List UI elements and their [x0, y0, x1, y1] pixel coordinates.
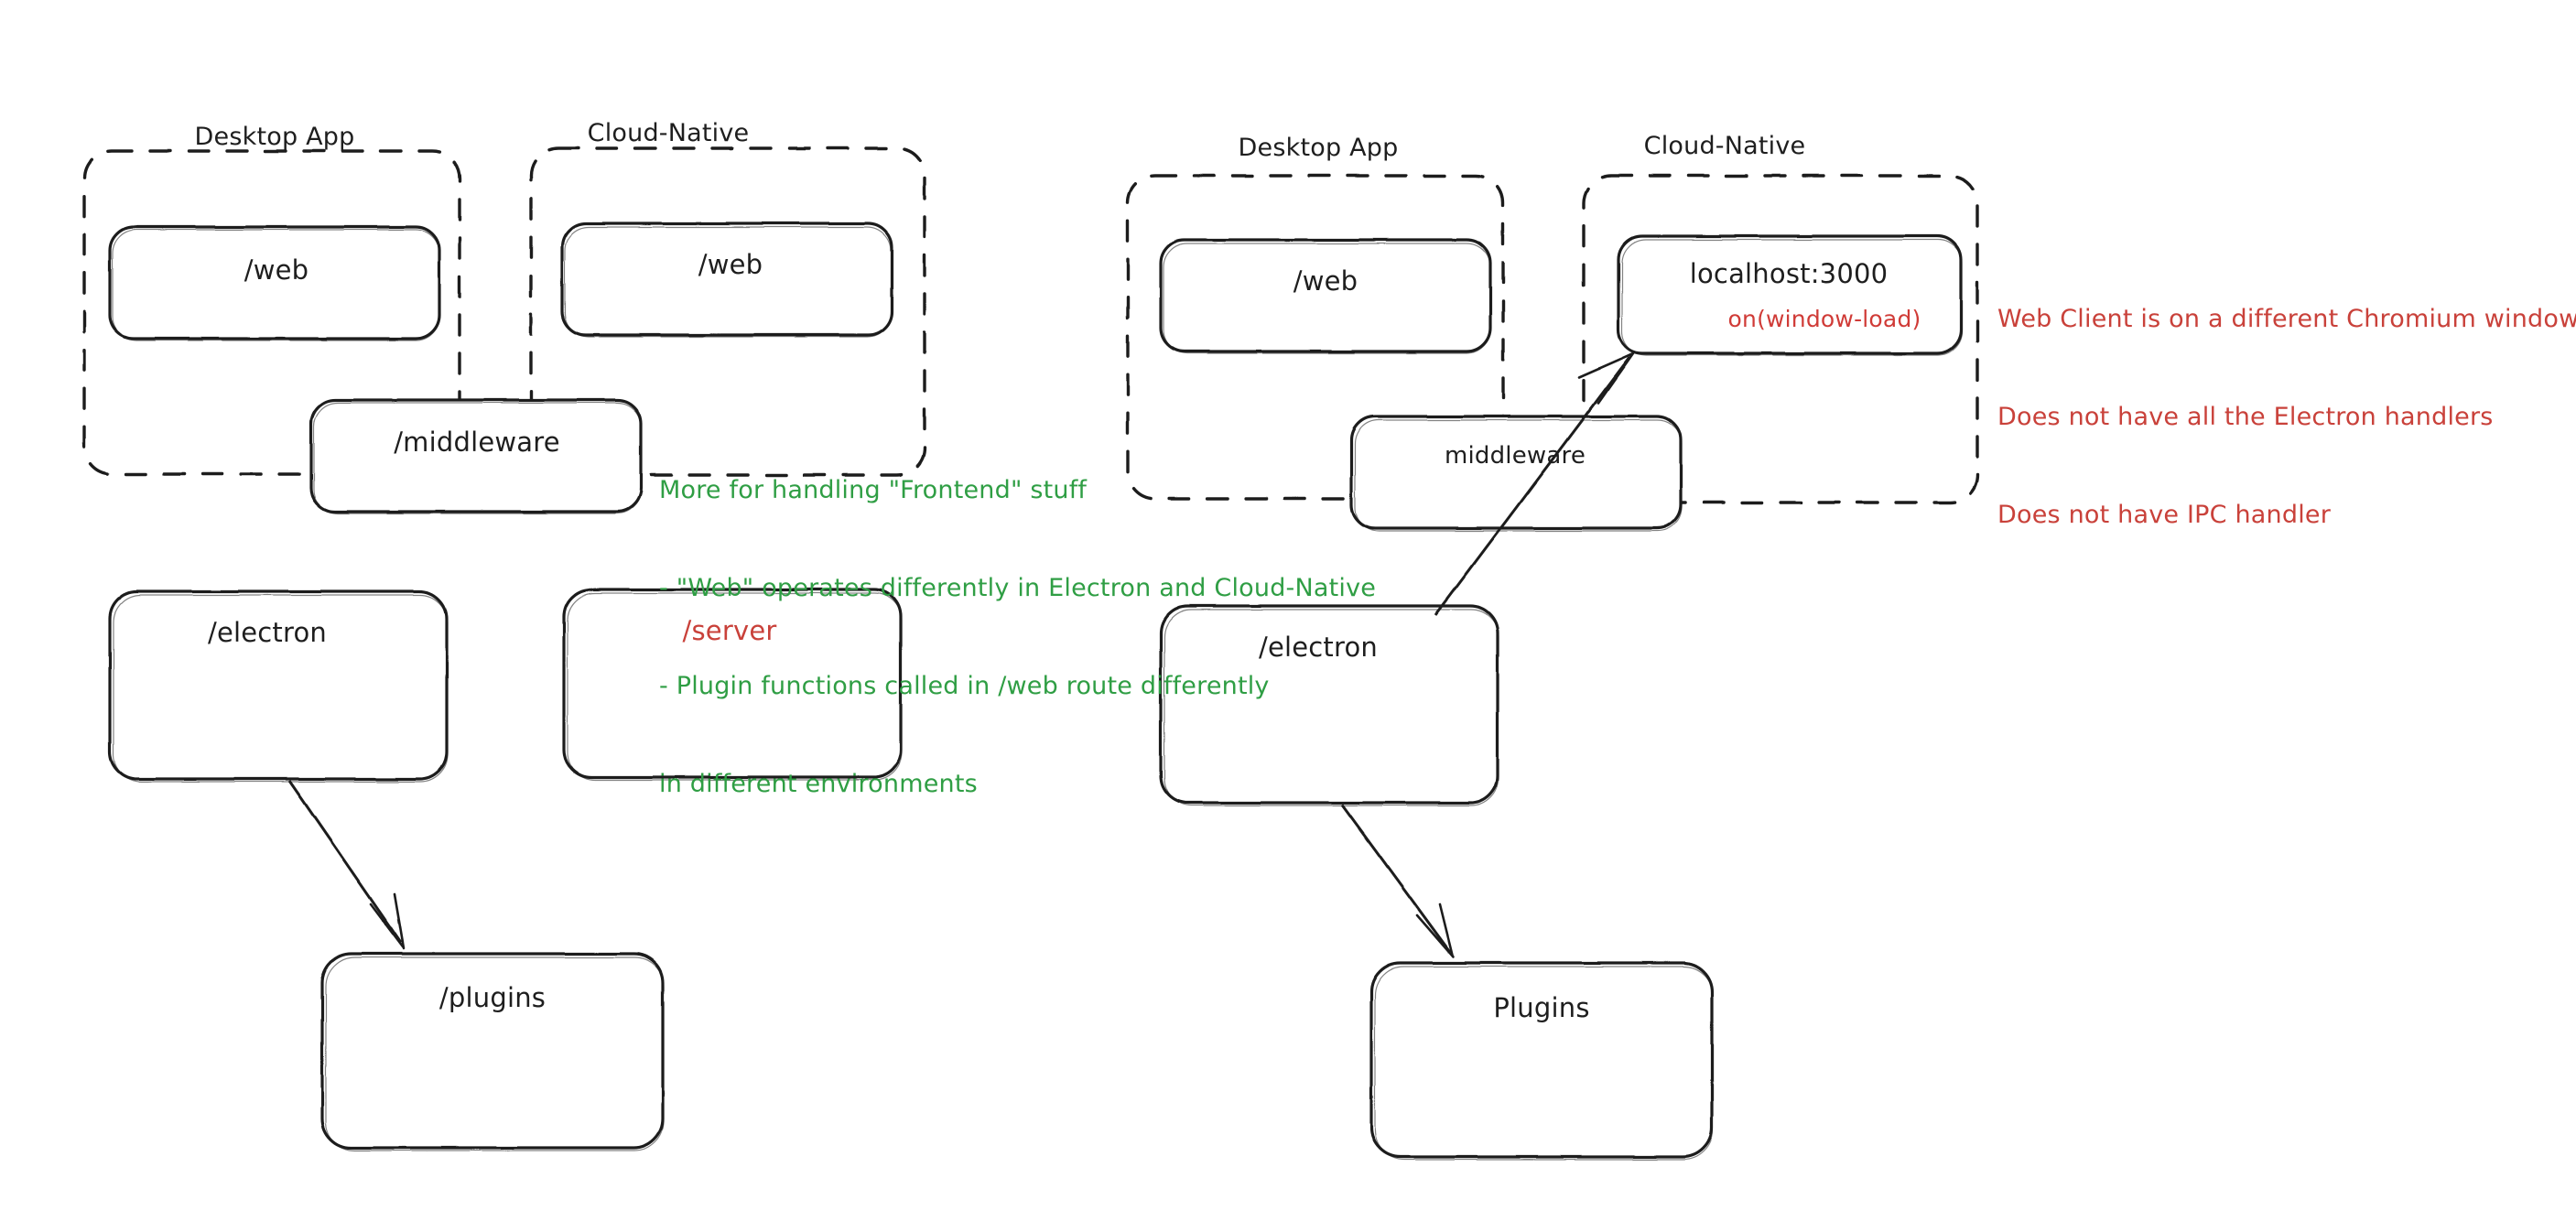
left-electron-label: /electron	[207, 617, 328, 648]
right-middleware-label: middleware	[1444, 442, 1586, 470]
left-desktop-web-label: /web	[244, 254, 309, 286]
left-server-node[interactable]	[562, 588, 903, 781]
right-cloud-native-title: Cloud-Native	[1643, 132, 1806, 160]
left-desktop-app-container	[82, 149, 461, 476]
left-middleware-label: /middleware	[394, 427, 560, 458]
left-electron-node[interactable]	[108, 589, 449, 783]
right-localhost-label: localhost:3000	[1689, 258, 1889, 289]
left-server-label: /server	[682, 615, 777, 646]
left-plugins-label: /plugins	[438, 982, 547, 1013]
green-annotation-line-2: - "Web" operates differently in Electron…	[659, 574, 1377, 603]
left-cloud-native-title: Cloud-Native	[587, 119, 750, 147]
right-localhost-sublabel: on(window-load)	[1727, 306, 1921, 332]
green-annotation: More for handling "Frontend" stuff - "We…	[659, 409, 1376, 833]
right-desktop-web-label: /web	[1293, 265, 1358, 297]
left-middleware-node[interactable]	[309, 398, 643, 514]
right-electron-label: /electron	[1258, 632, 1379, 663]
right-desktop-web-node[interactable]	[1159, 238, 1492, 354]
right-desktop-app-container	[1126, 174, 1505, 501]
green-annotation-line-4: in different environments	[659, 769, 978, 798]
right-plugins-label: Plugins	[1493, 992, 1590, 1023]
left-plugins-node[interactable]	[320, 952, 665, 1151]
right-desktop-app-title: Desktop App	[1238, 134, 1399, 162]
right-electron-node[interactable]	[1159, 604, 1499, 806]
red-annotation-line-2: Does not have all the Electron handlers	[1997, 403, 2494, 432]
edge-left-electron-to-plugins	[287, 780, 406, 950]
right-middleware-node[interactable]	[1349, 415, 1683, 532]
red-annotation-line-3: Does not have IPC handler	[1997, 501, 2332, 529]
left-desktop-web-node[interactable]	[108, 225, 441, 341]
left-cloud-native-container	[529, 146, 926, 477]
red-annotation: Web Client is on a different Chromium wi…	[1997, 238, 2576, 564]
left-cloud-web-node[interactable]	[560, 222, 893, 338]
green-annotation-line-1: More for handling "Frontend" stuff	[659, 476, 1088, 505]
green-annotation-line-3: - Plugin functions called in /web route …	[659, 672, 1270, 700]
right-localhost-node[interactable]	[1617, 234, 1963, 356]
right-cloud-native-container	[1582, 174, 1979, 504]
edge-right-electron-to-plugins	[1340, 804, 1455, 958]
red-annotation-line-1: Web Client is on a different Chromium wi…	[1997, 305, 2576, 334]
right-plugins-node[interactable]	[1369, 961, 1714, 1161]
edge-right-electron-to-localhost	[1434, 351, 1635, 616]
left-cloud-web-label: /web	[698, 249, 763, 280]
left-desktop-app-title: Desktop App	[194, 123, 355, 151]
